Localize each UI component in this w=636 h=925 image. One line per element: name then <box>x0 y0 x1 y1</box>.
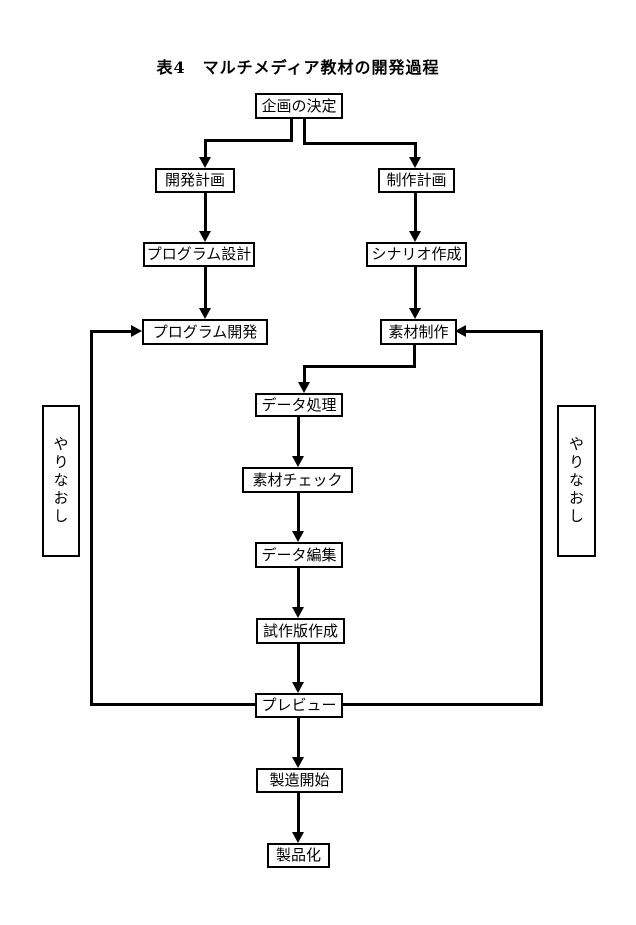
connector-split-left-h <box>204 139 293 142</box>
arrowhead-down <box>199 231 211 242</box>
node-prod-plan: 制作計画 <box>378 168 455 193</box>
connector-redo-right-bottom <box>343 703 543 706</box>
arrowhead-right <box>131 325 142 337</box>
arrowhead-down <box>292 682 304 693</box>
node-dev-plan: 開発計画 <box>155 168 235 193</box>
node-manufacturing-start: 製造開始 <box>256 768 343 793</box>
connector-material-elbow-v1 <box>413 345 416 368</box>
connector-material-elbow-v2 <box>303 365 306 385</box>
connector-split-left-v <box>204 139 207 160</box>
arrowhead-down <box>199 157 211 168</box>
arrowhead-down <box>292 832 304 843</box>
connector-split-right-stub <box>303 119 306 145</box>
connector-devplan-design <box>204 193 207 234</box>
connector-editing-trial <box>297 568 300 610</box>
connector-design-progdev <box>204 267 207 311</box>
node-material-check: 素材チェック <box>242 467 353 493</box>
arrowhead-down <box>292 456 304 467</box>
connector-split-left-stub <box>290 119 293 142</box>
connector-redo-left-v <box>90 330 93 706</box>
connector-redo-right-top <box>466 330 543 333</box>
connector-split-right-v <box>414 142 417 160</box>
arrowhead-down <box>409 308 421 319</box>
node-material-prod: 素材制作 <box>380 319 457 345</box>
connector-material-elbow-h <box>303 365 416 368</box>
diagram-title: 表4 マルチメディア教材の開発過程 <box>156 58 440 77</box>
node-trial-version: 試作版作成 <box>256 618 345 644</box>
node-data-processing: データ処理 <box>255 393 343 417</box>
arrowhead-down <box>199 308 211 319</box>
node-redo-right: やりなおし <box>557 405 596 557</box>
connector-mfg-product <box>297 793 300 835</box>
node-productization: 製品化 <box>267 843 330 868</box>
node-program-design: プログラム設計 <box>143 242 255 267</box>
connector-redo-right-v <box>540 330 543 706</box>
arrowhead-down <box>292 757 304 768</box>
node-plan-decision: 企画の決定 <box>255 93 343 119</box>
connector-redo-left-top <box>90 330 132 333</box>
connector-redo-left-bottom <box>90 703 255 706</box>
connector-prodplan-scenario <box>414 193 417 234</box>
arrowhead-down <box>292 607 304 618</box>
node-data-editing: データ編集 <box>255 542 343 568</box>
connector-trial-preview <box>297 644 300 685</box>
arrowhead-down <box>298 382 310 393</box>
node-program-dev: プログラム開発 <box>142 319 268 345</box>
connector-check-editing <box>297 493 300 534</box>
connector-split-right-h <box>303 142 417 145</box>
node-preview: プレビュー <box>255 693 343 718</box>
node-redo-left: やりなおし <box>42 405 80 557</box>
node-scenario-creation: シナリオ作成 <box>366 242 467 267</box>
connector-dataproc-check <box>297 417 300 459</box>
arrowhead-down <box>409 231 421 242</box>
arrowhead-down <box>292 531 304 542</box>
connector-scenario-material <box>414 267 417 311</box>
arrowhead-left <box>455 325 466 337</box>
arrowhead-down <box>409 157 421 168</box>
connector-preview-mfg <box>297 718 300 760</box>
